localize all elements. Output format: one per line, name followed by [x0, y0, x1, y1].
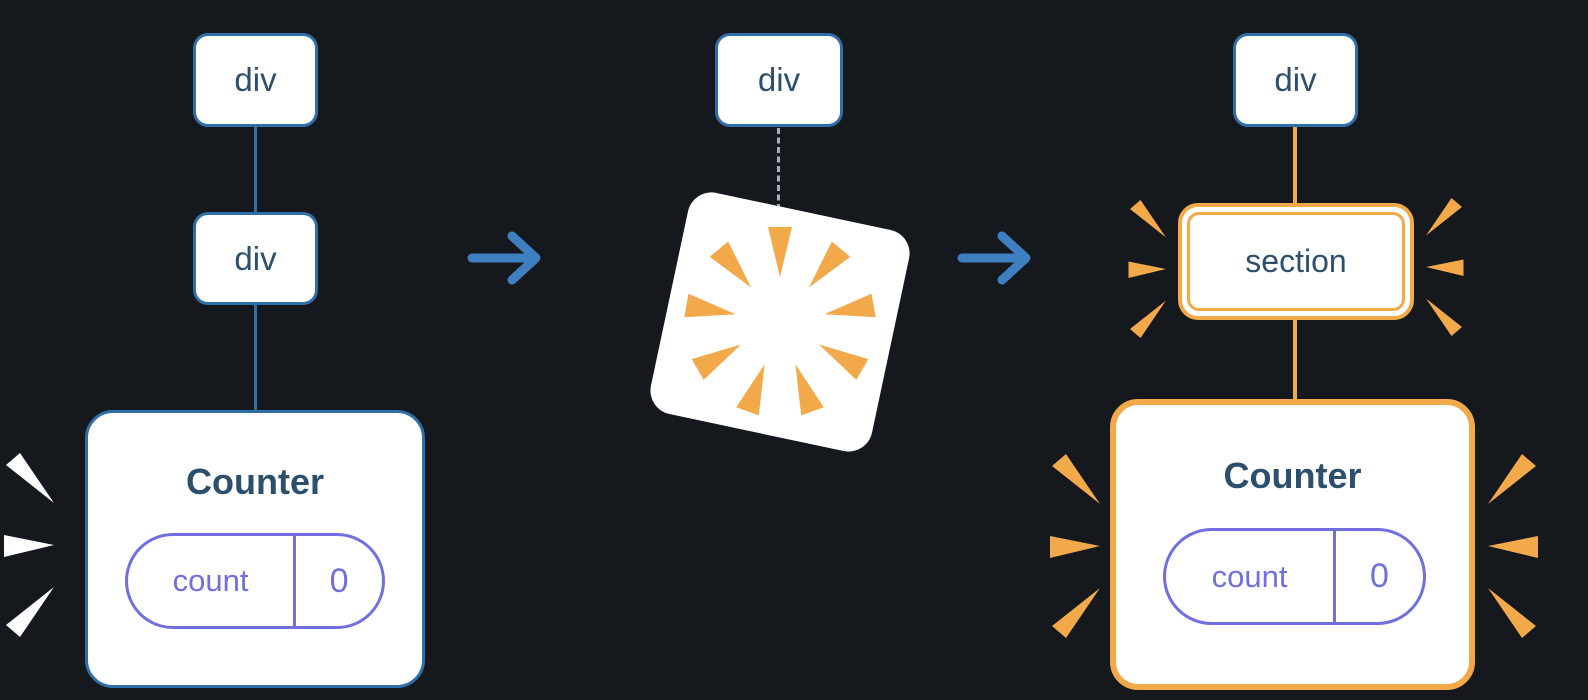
- tree-node-div-outer: div: [1233, 33, 1358, 127]
- poof-explosion-icon: [650, 192, 910, 452]
- burst-marks-icon: [1426, 198, 1464, 336]
- arrow-right-icon: [957, 231, 1031, 285]
- arrow-right-icon: [467, 231, 541, 285]
- tree-node-div-inner: div: [193, 212, 318, 305]
- counter-component-box-highlighted: Counter count 0: [1110, 399, 1475, 690]
- connector-line: [1293, 127, 1297, 205]
- component-title: Counter: [1223, 455, 1362, 496]
- node-label: div: [234, 61, 277, 98]
- counter-component-box: Counter count 0: [85, 410, 425, 688]
- tree-node-div-outer: div: [193, 33, 318, 127]
- node-label: div: [757, 61, 801, 98]
- connector-line: [1293, 320, 1297, 400]
- state-key: count: [172, 563, 249, 598]
- node-label: div: [1274, 61, 1317, 98]
- state-pill: count 0: [125, 533, 385, 629]
- tree-node-div-outer: div: [715, 33, 843, 127]
- node-label: section: [1245, 243, 1347, 279]
- burst-marks-icon: [1488, 454, 1538, 638]
- state-key: count: [1211, 558, 1288, 594]
- state-value: 0: [1333, 531, 1423, 622]
- node-label: div: [234, 239, 277, 277]
- connector-line: [254, 127, 257, 213]
- state-value: 0: [293, 536, 382, 626]
- node-label-wrap: section: [1187, 212, 1405, 311]
- dashed-connector-line: [777, 128, 780, 210]
- component-title: Counter: [186, 461, 324, 502]
- burst-marks-icon: [1050, 454, 1100, 638]
- burst-marks-icon: [1128, 200, 1166, 338]
- state-pill: count 0: [1163, 528, 1426, 625]
- connector-line: [254, 305, 257, 411]
- tree-node-section-highlighted: section: [1178, 203, 1414, 320]
- burst-marks-icon: [4, 453, 54, 637]
